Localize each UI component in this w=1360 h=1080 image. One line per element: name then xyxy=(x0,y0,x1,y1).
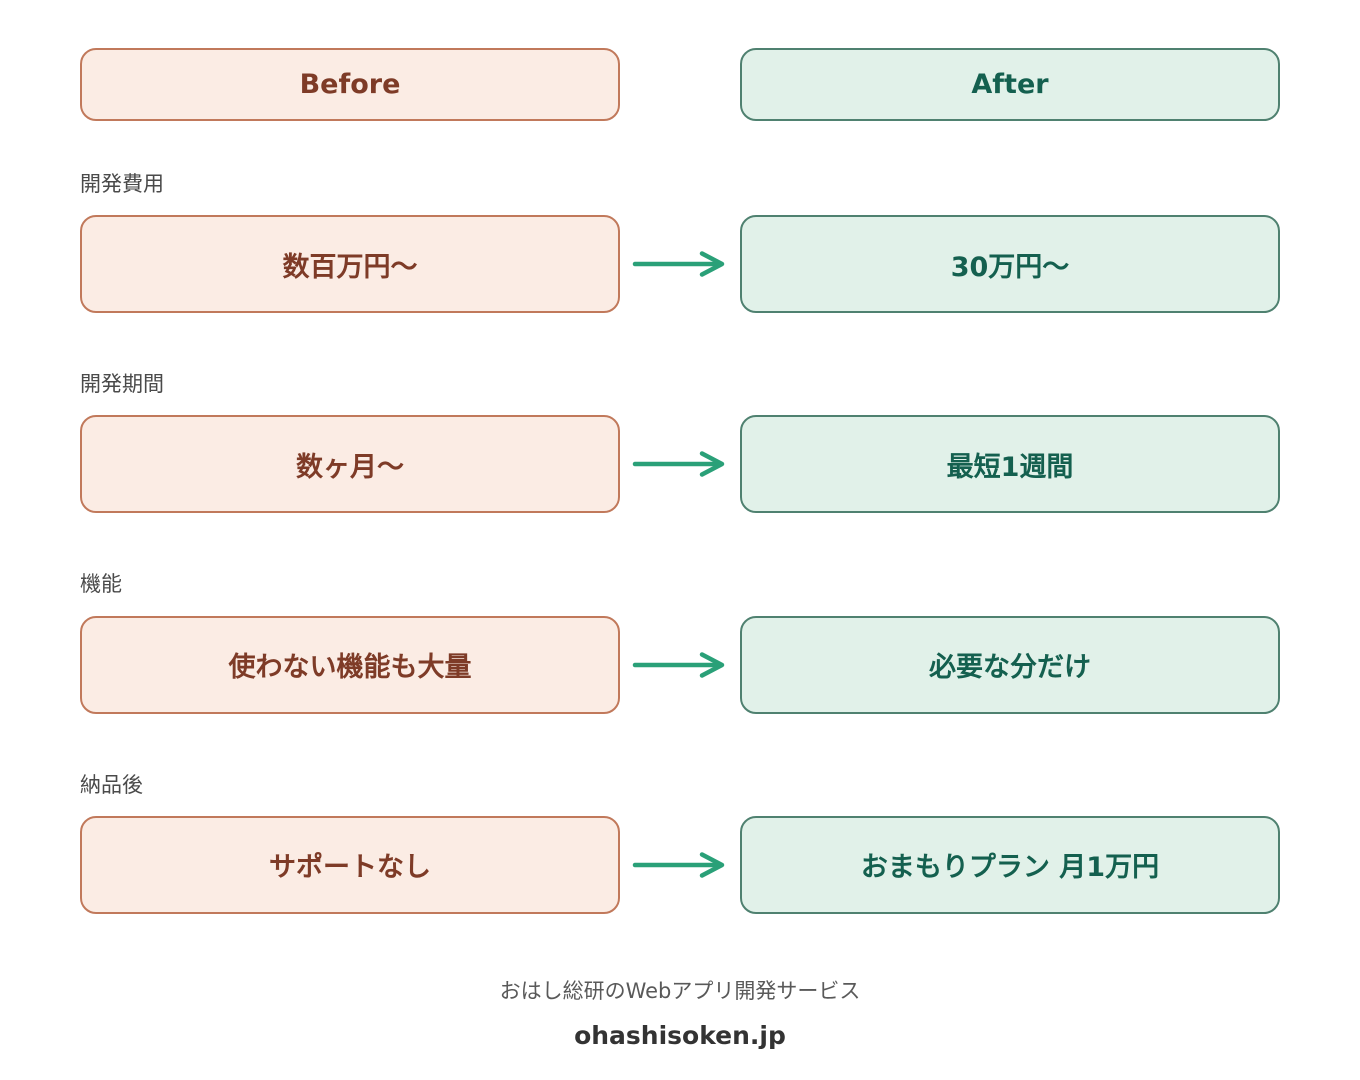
footer: おはし総研のWebアプリ開発サービス ohashisoken.jp xyxy=(80,978,1280,1050)
section-after-delivery: 納品後 サポートなし おまもりプラン 月1万円 xyxy=(80,773,1280,914)
after-value-features: 必要な分だけ xyxy=(929,652,1091,684)
arrow-cell xyxy=(620,250,740,278)
header-row: Before After xyxy=(80,48,1280,121)
row-label-features: 機能 xyxy=(80,572,122,597)
before-value-development-cost: 数百万円〜 xyxy=(282,251,418,283)
arrow-right-icon xyxy=(632,251,725,277)
arrow-cell xyxy=(620,851,740,879)
arrow-right-icon xyxy=(632,651,725,678)
arrow-right-icon xyxy=(632,451,725,478)
after-box-development-cost: 30万円〜 xyxy=(740,215,1280,314)
arrow-right-icon xyxy=(632,852,725,878)
before-box-features: 使わない機能も大量 xyxy=(80,615,620,714)
before-header-label: Before xyxy=(299,69,401,100)
after-header-box: After xyxy=(740,48,1280,121)
before-box-development-period: 数ヶ月〜 xyxy=(80,415,620,514)
after-header-label: After xyxy=(971,69,1049,100)
arrow-cell xyxy=(620,450,740,478)
section-development-cost: 開発費用 数百万円〜 30万円〜 xyxy=(80,172,1280,314)
row-label-development-cost: 開発費用 xyxy=(80,172,164,196)
before-value-development-period: 数ヶ月〜 xyxy=(296,451,404,483)
before-value-after-delivery: サポートなし xyxy=(269,852,431,884)
after-box-development-period: 最短1週間 xyxy=(740,415,1280,514)
section-features: 機能 使わない機能も大量 必要な分だけ xyxy=(80,572,1280,714)
after-value-after-delivery: おまもりプラン 月1万円 xyxy=(860,852,1160,884)
after-box-after-delivery: おまもりプラン 月1万円 xyxy=(740,815,1280,914)
before-box-after-delivery: サポートなし xyxy=(80,815,620,914)
arrow-cell xyxy=(620,651,740,679)
before-header-box: Before xyxy=(80,48,620,121)
after-value-development-cost: 30万円〜 xyxy=(950,251,1070,283)
after-value-development-period: 最短1週間 xyxy=(946,451,1074,483)
row-label-development-period: 開発期間 xyxy=(80,372,164,397)
before-box-development-cost: 数百万円〜 xyxy=(80,215,620,314)
after-box-features: 必要な分だけ xyxy=(740,615,1280,714)
footer-domain: ohashisoken.jp xyxy=(574,1021,786,1051)
row-label-after-delivery: 納品後 xyxy=(80,772,143,797)
section-development-period: 開発期間 数ヶ月〜 最短1週間 xyxy=(80,372,1280,514)
footer-service-name: おはし総研のWebアプリ開発サービス xyxy=(499,978,861,1003)
before-value-features: 使わない機能も大量 xyxy=(228,652,472,684)
